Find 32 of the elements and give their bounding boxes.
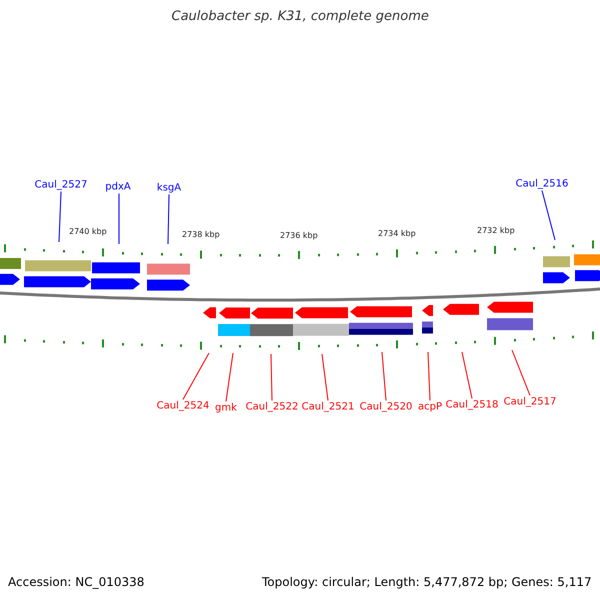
gene-label: Caul_2520 (360, 402, 412, 412)
diagram-title: Caulobacter sp. K31, complete genome (172, 10, 429, 24)
gene-label: Caul_2518 (446, 400, 498, 410)
scale-label: 2738 kbp (182, 230, 220, 240)
gene-label: gmk (215, 402, 237, 414)
leader-line (182, 352, 210, 400)
leader-line (118, 193, 120, 244)
leader-line (462, 352, 472, 399)
gene-label: acpP (418, 402, 442, 412)
leader-line (168, 194, 170, 244)
leader-line (382, 352, 386, 401)
gene-label: Caul_2524 (156, 400, 210, 412)
gene-label: Caul_2527 (34, 180, 88, 190)
leader-line (270, 354, 272, 401)
leader-line (512, 350, 530, 396)
gene-label: ksgA (156, 182, 182, 194)
gene-label: Caul_2521 (302, 402, 354, 412)
leader-line (322, 354, 328, 401)
leader-line (226, 352, 234, 402)
leader-line (428, 352, 430, 401)
scale-label: 2732 kbp (477, 226, 515, 236)
footer-text: Accession: NC_010338 (8, 576, 144, 589)
gene-label: Caul_2517 (504, 396, 556, 408)
gene-label: pdxA (105, 182, 131, 192)
scale-label: 2734 kbp (378, 230, 416, 238)
gene-label: Caul_2516 (516, 178, 568, 190)
footer-text: Topology: circular; Length: 5,477,872 bp; Genes: 5,117 (262, 576, 592, 589)
scale-label: 2740 kbp (69, 228, 107, 236)
scale-label: 2736 kbp (280, 232, 318, 240)
gene-label: Caul_2522 (246, 402, 298, 412)
leader-line (542, 190, 556, 240)
leader-line (58, 191, 62, 242)
